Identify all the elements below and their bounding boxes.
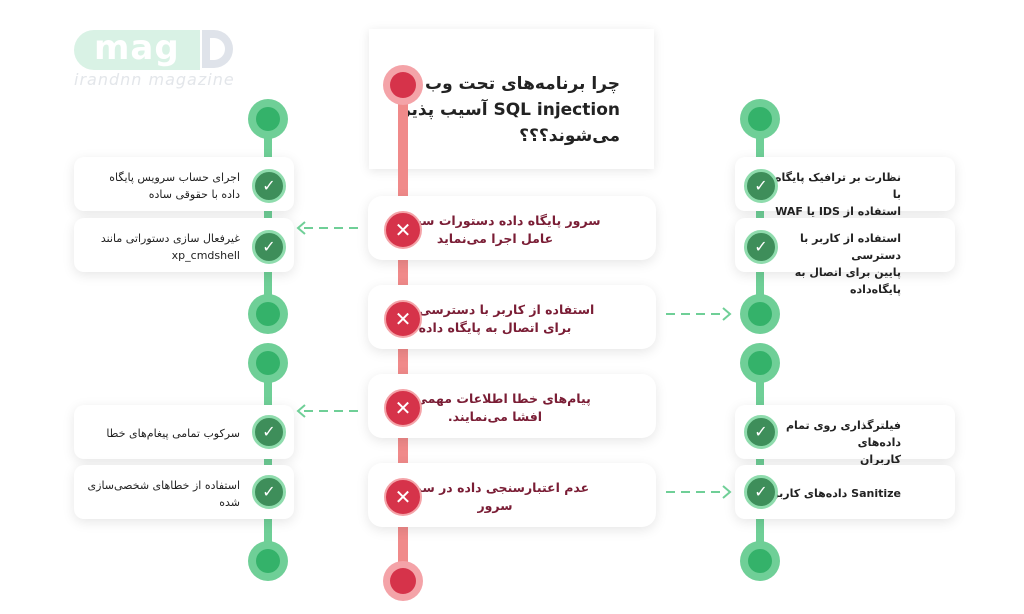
cause-2-line-1: استفاده از کاربر با دسترسی بالا bbox=[395, 302, 595, 317]
timeline-bottom-node bbox=[383, 561, 423, 601]
left-solution-card-2: غیرفعال سازی دستوراتی مانند xp_cmdshell bbox=[74, 218, 294, 272]
left-solution-1-line-2: داده با حقوقی ساده bbox=[148, 188, 240, 201]
cause-2-line-2: برای اتصال به پایگاه داده bbox=[418, 320, 572, 335]
timeline-top-node bbox=[383, 65, 423, 105]
right-solution-4-line-1: Sanitize داده‌های کاربران bbox=[759, 487, 901, 500]
check-icon: ✓ bbox=[744, 230, 778, 264]
cause-3-line-1: پیام‌های خطا اطلاعات مهمی را bbox=[399, 391, 591, 406]
arrow-right-icon bbox=[666, 485, 732, 499]
left-node-1 bbox=[248, 99, 288, 139]
cause-1-line-1: سرور پایگاه داده دستورات سیستم bbox=[389, 213, 601, 228]
right-solution-1-line-2: استفاده از IDS یا WAF bbox=[775, 205, 901, 218]
left-solution-3-line-1: سرکوب تمامی پیغام‌های خطا bbox=[106, 427, 240, 440]
right-solution-2-line-1: استفاده از کاربر با دسترسی bbox=[800, 232, 901, 262]
logo-subtitle: irandnn magazine bbox=[74, 70, 235, 89]
right-solution-2-line-2: پایین برای اتصال به پایگاه‌داده bbox=[794, 266, 901, 296]
x-icon: ✕ bbox=[384, 300, 422, 338]
check-icon: ✓ bbox=[744, 475, 778, 509]
check-icon: ✓ bbox=[744, 169, 778, 203]
cause-4-line-1: عدم اعتبارسنجی داده در سمت bbox=[400, 480, 590, 495]
right-line-lower bbox=[756, 360, 764, 560]
title-line-1: چرا برنامه‌های تحت وب به bbox=[402, 74, 620, 94]
right-node-4 bbox=[740, 541, 780, 581]
left-node-4 bbox=[248, 541, 288, 581]
left-line-upper bbox=[264, 118, 272, 313]
check-icon: ✓ bbox=[252, 169, 286, 203]
arrow-left-icon bbox=[296, 404, 362, 418]
left-node-3 bbox=[248, 343, 288, 383]
right-solution-3-line-1: فیلترگذاری روی تمام داده‌های bbox=[785, 419, 901, 449]
left-solution-2-line-1: غیرفعال سازی دستوراتی مانند bbox=[100, 232, 240, 245]
title-line-3: می‌شوند؟؟؟ bbox=[519, 126, 620, 146]
cause-3-line-2: افشا می‌نمایند. bbox=[447, 409, 543, 424]
title-line-2: SQL injection آسیب پذیر bbox=[400, 100, 620, 120]
check-icon: ✓ bbox=[252, 415, 286, 449]
right-solution-3-line-2: کاربران bbox=[860, 453, 901, 466]
right-node-1 bbox=[740, 99, 780, 139]
right-solution-1-line-1: نظارت بر ترافیک پایگاه داده با bbox=[749, 171, 901, 201]
right-line-upper bbox=[756, 118, 764, 313]
right-node-3 bbox=[740, 343, 780, 383]
left-solution-4-line-1: استفاده از خطاهای شخصی‌سازی bbox=[87, 479, 240, 492]
x-icon: ✕ bbox=[384, 389, 422, 427]
left-line-lower bbox=[264, 360, 272, 560]
title-card: چرا برنامه‌های تحت وب به SQL injection آ… bbox=[369, 29, 654, 169]
cause-1-line-2: عامل اجرا می‌نماید bbox=[436, 231, 554, 246]
logo-d-mark bbox=[202, 30, 233, 68]
left-node-2 bbox=[248, 294, 288, 334]
logo-background bbox=[74, 30, 200, 70]
x-icon: ✕ bbox=[384, 211, 422, 249]
left-solution-4-line-2: شده bbox=[219, 496, 240, 509]
right-solution-card-4: Sanitize داده‌های کاربران bbox=[735, 465, 955, 519]
cause-4-line-2: سرور bbox=[477, 498, 513, 513]
cause-card-4: عدم اعتبارسنجی داده در سمت سرور bbox=[368, 463, 656, 527]
right-node-2 bbox=[740, 294, 780, 334]
cause-card-1: سرور پایگاه داده دستورات سیستم عامل اجرا… bbox=[368, 196, 656, 260]
x-icon: ✕ bbox=[384, 478, 422, 516]
check-icon: ✓ bbox=[744, 415, 778, 449]
arrow-right-icon bbox=[666, 307, 732, 321]
logo-text: mag bbox=[94, 28, 180, 68]
check-icon: ✓ bbox=[252, 230, 286, 264]
left-solution-1-line-1: اجرای حساب سرویس پایگاه bbox=[109, 171, 240, 184]
left-solution-2-line-2: xp_cmdshell bbox=[171, 249, 240, 262]
arrow-left-icon bbox=[296, 221, 362, 235]
check-icon: ✓ bbox=[252, 475, 286, 509]
